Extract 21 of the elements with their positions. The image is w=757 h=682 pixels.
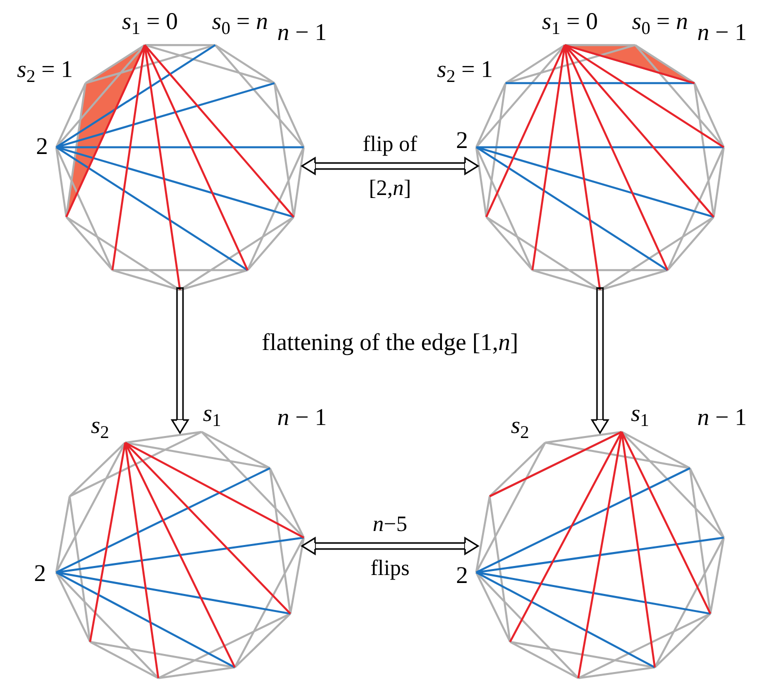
vertex-label: s$_{1}$ = 0 — [542, 10, 598, 34]
vertex-label: s$_{0}$ = n — [212, 10, 268, 34]
edge-label: flip of [2,n] — [362, 130, 418, 202]
vertex-label: s$_{1}$ — [202, 402, 222, 426]
vertex-label: s$_{0}$ = n — [632, 10, 688, 34]
vertex-label: n − 1 — [277, 21, 327, 45]
vertex-label: s$_{2}$ = 1 — [437, 58, 493, 82]
vertex-label: s$_{2}$ — [510, 414, 530, 438]
vertex-label: s$_{2}$ = 1 — [17, 58, 73, 82]
annotation-text: flattening of the edge [1,n] — [262, 331, 518, 355]
vertex-label: 2 — [34, 562, 46, 586]
vertex-label: 2 — [456, 129, 468, 153]
vertex-label: 2 — [456, 564, 468, 588]
vertex-label: n − 1 — [277, 406, 327, 430]
vertex-label: n − 1 — [697, 21, 747, 45]
vertex-label: s$_{1}$ — [630, 402, 650, 426]
vertex-label: s$_{1}$ = 0 — [122, 10, 178, 34]
vertex-label: 2 — [36, 135, 48, 159]
edge-label: n−5 flips — [369, 510, 411, 582]
vertex-label: s$_{2}$ — [90, 414, 110, 438]
vertex-label: n − 1 — [697, 406, 747, 430]
